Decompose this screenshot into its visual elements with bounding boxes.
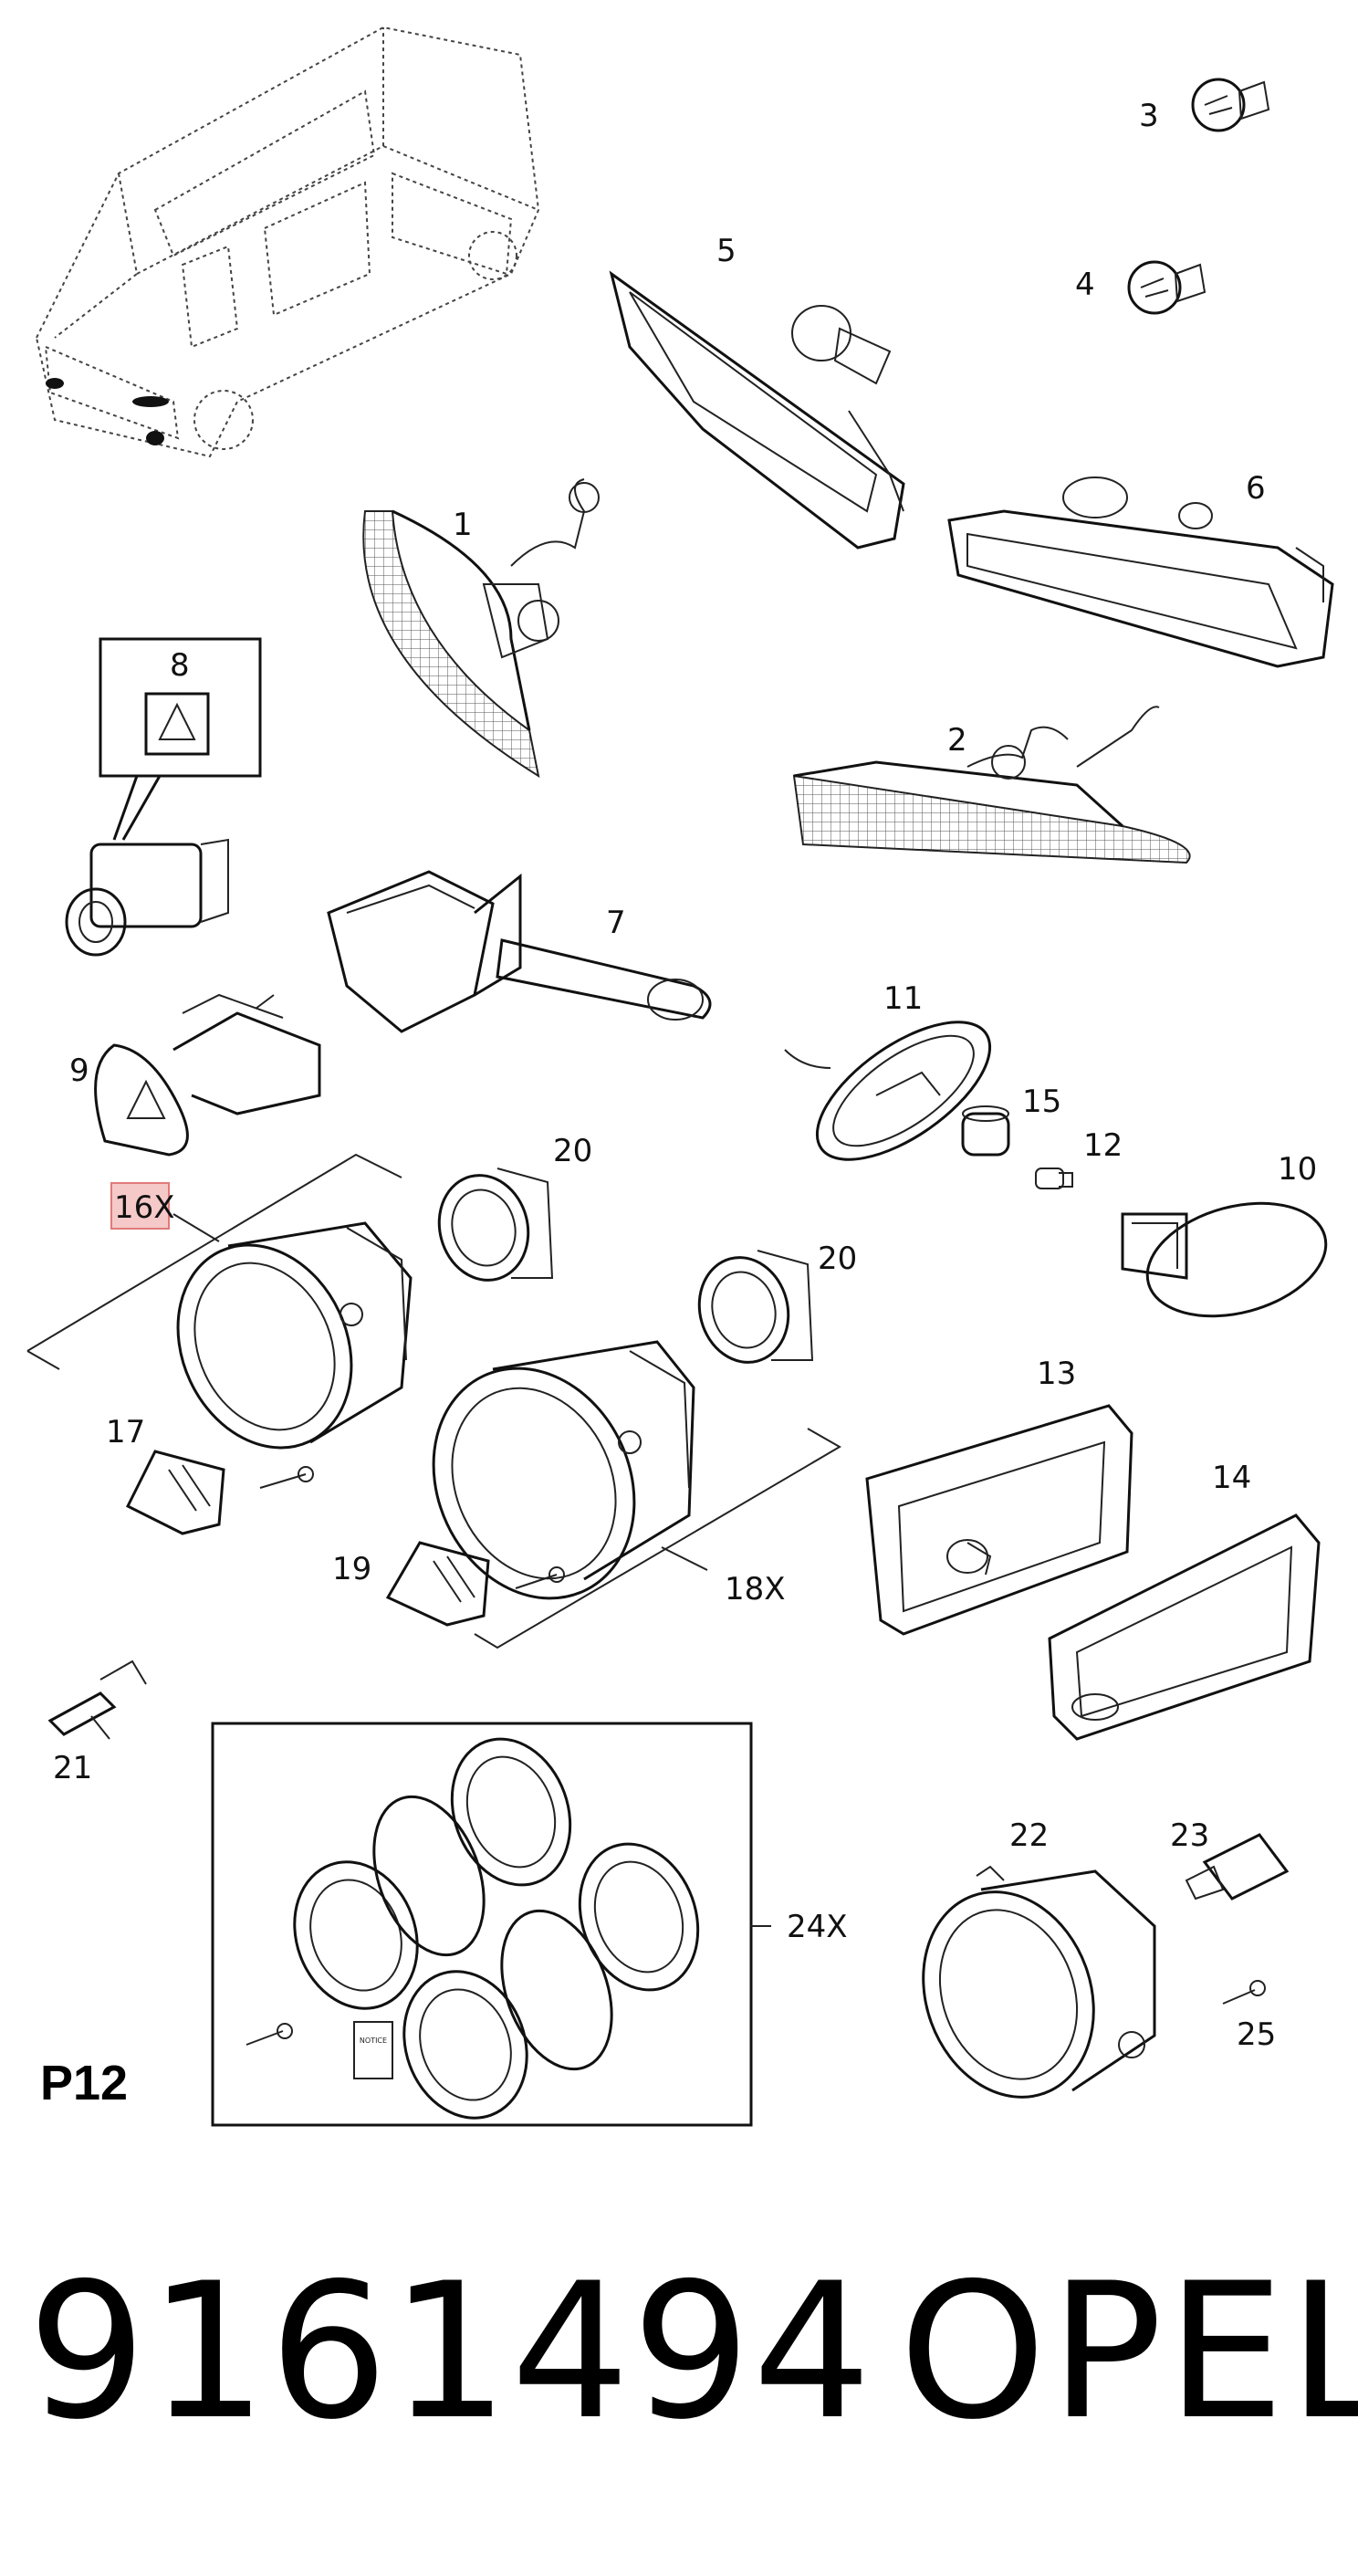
callout-3: 3 xyxy=(1139,98,1159,134)
callout-5: 5 xyxy=(716,233,736,269)
callout-21: 21 xyxy=(53,1750,92,1786)
callout-23: 23 xyxy=(1170,1817,1209,1854)
fog-lamp-18 xyxy=(432,1340,695,1600)
callout-17: 17 xyxy=(106,1414,145,1450)
callout-11: 11 xyxy=(883,980,923,1017)
bulb-23 xyxy=(1185,1833,1290,1901)
callout-18x: 18X xyxy=(725,1571,786,1607)
callout-6: 6 xyxy=(1246,470,1266,507)
ring-20a xyxy=(437,1168,554,1282)
headlamp-housing-6 xyxy=(947,476,1334,668)
bracket-16x xyxy=(26,1153,402,1370)
combination-switch-7 xyxy=(327,870,712,1033)
callout-10: 10 xyxy=(1278,1151,1317,1188)
headlamp-housing-5 xyxy=(609,270,905,550)
lamp-14 xyxy=(1048,1513,1321,1741)
notice-label: NOTICE xyxy=(360,2037,387,2045)
callout-24x: 24X xyxy=(787,1909,848,1945)
callout-14: 14 xyxy=(1212,1460,1251,1496)
bulb-holder-15 xyxy=(961,1105,1010,1157)
callout-2: 2 xyxy=(947,722,967,759)
callout-1: 1 xyxy=(453,507,473,543)
bracket-19 xyxy=(385,1541,565,1627)
callout-4: 4 xyxy=(1075,267,1095,303)
callout-8: 8 xyxy=(170,647,190,684)
callout-22: 22 xyxy=(1009,1817,1049,1854)
callout-20b: 20 xyxy=(818,1241,857,1277)
side-marker-10 xyxy=(1121,1201,1328,1318)
kit-box-24x xyxy=(211,1722,771,2127)
hazard-switch-8 xyxy=(65,637,262,957)
brand-name: OPEL xyxy=(899,2244,1358,2461)
callout-7: 7 xyxy=(606,905,626,941)
ring-20b xyxy=(697,1250,814,1364)
bulb-12 xyxy=(1035,1168,1073,1189)
indicator-lens-2 xyxy=(792,706,1191,864)
screw-25 xyxy=(1222,1980,1266,2005)
callout-19: 19 xyxy=(332,1551,371,1587)
bracket-18x xyxy=(474,1428,841,1649)
bracket-17 xyxy=(125,1450,314,1535)
callout-16x: 16X xyxy=(114,1189,175,1226)
part-number: 9161494 xyxy=(27,2244,873,2461)
indicator-lens-1 xyxy=(362,478,600,779)
callout-labels: 1 2 3 4 5 6 7 8 9 10 11 12 13 14 15 16X … xyxy=(53,98,1317,2053)
callout-15: 15 xyxy=(1022,1084,1061,1120)
callout-12: 12 xyxy=(1083,1127,1123,1164)
repeater-lamp-11 xyxy=(784,1021,992,1161)
callout-13: 13 xyxy=(1037,1356,1076,1392)
bulb-4 xyxy=(1127,260,1207,315)
fog-lamp-16 xyxy=(176,1221,413,1450)
page-reference: P12 xyxy=(40,2056,128,2110)
callout-20a: 20 xyxy=(553,1133,592,1169)
lamp-13 xyxy=(865,1404,1133,1636)
fog-lamp-22 xyxy=(922,1865,1156,2099)
van-illustration xyxy=(35,26,540,458)
highlight-16x xyxy=(110,1182,170,1230)
bulb-21 xyxy=(47,1660,147,1740)
bulb-3 xyxy=(1191,78,1270,132)
callout-25: 25 xyxy=(1237,2016,1276,2053)
callout-9: 9 xyxy=(69,1052,89,1089)
hazard-switch-9 xyxy=(94,993,321,1157)
